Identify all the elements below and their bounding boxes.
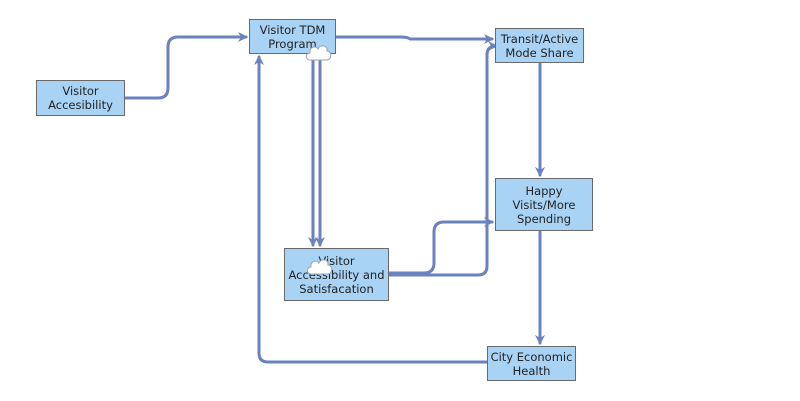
edge-satisfaction-to-happy-visits — [387, 217, 494, 275]
node-transit-active-mode-share[interactable]: Transit/Active Mode Share — [495, 28, 584, 63]
node-visitor-accessibility-satisfaction[interactable]: Visitor Accessibility and Satisfacation — [284, 248, 389, 301]
edge-satisfaction-to-mode-share — [387, 41, 498, 277]
node-transit-active-mode-share-label: Transit/Active Mode Share — [500, 31, 579, 60]
node-visitor-accessibility-label: Visitor Accesibility — [48, 84, 113, 112]
cloud-icon — [306, 259, 333, 275]
node-city-economic-health-label: City Economic Health — [490, 349, 573, 378]
node-visitor-accessibility-satisfaction-label: Visitor Accessibility and Satisfacation — [288, 253, 385, 296]
node-happy-visits-label: Happy Visits/More Spending — [512, 183, 576, 226]
node-visitor-tdm-program[interactable]: Visitor TDM Program — [249, 19, 336, 54]
edge-economic-health-to-tdm — [254, 55, 489, 364]
node-visitor-accessibility[interactable]: Visitor Accesibility — [36, 80, 125, 116]
edge-accessibility-to-tdm — [123, 32, 248, 100]
node-city-economic-health[interactable]: City Economic Health — [487, 346, 576, 381]
node-visitor-tdm-program-label: Visitor TDM Program — [259, 22, 326, 51]
cloud-icon — [305, 45, 332, 61]
node-happy-visits[interactable]: Happy Visits/More Spending — [495, 178, 593, 231]
edge-tdm-to-mode-share — [334, 34, 494, 44]
